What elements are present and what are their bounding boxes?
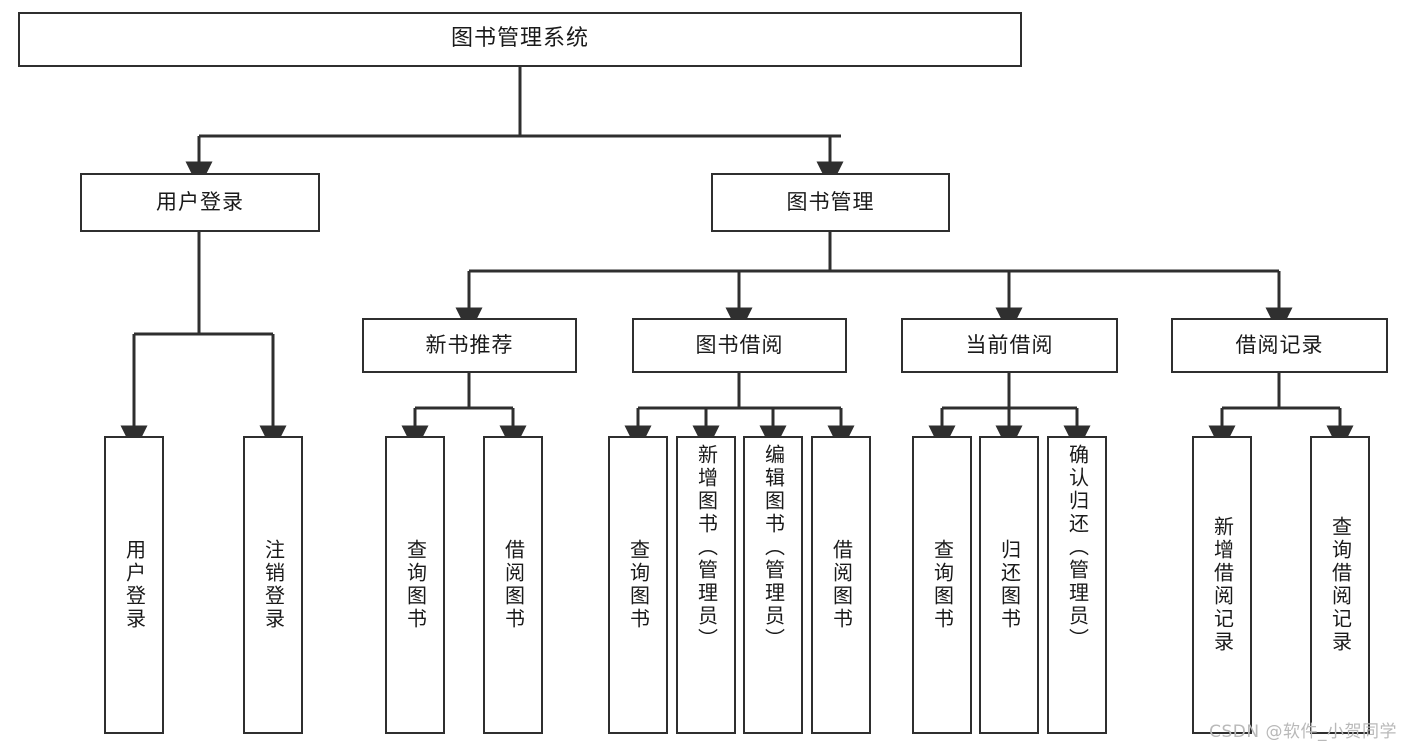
leaf-borrow-record-add-record[interactable]: 新增借阅记录 bbox=[1192, 436, 1252, 734]
node-label: 借阅记录 bbox=[1235, 332, 1324, 357]
node-borrow-record[interactable]: 借阅记录 bbox=[1171, 318, 1388, 373]
node-label: 借阅图书 bbox=[501, 539, 526, 631]
leaf-book-borrow-edit-book-admin[interactable]: 编辑图书（管理员） bbox=[743, 436, 803, 734]
watermark-text: CSDN @软件_小贺同学 bbox=[1209, 722, 1397, 742]
leaf-book-borrow-borrow-books[interactable]: 借阅图书 bbox=[811, 436, 871, 734]
node-label: 编辑图书（管理员） bbox=[761, 444, 786, 651]
leaf-new-book-borrow-books[interactable]: 借阅图书 bbox=[483, 436, 543, 734]
node-label: 查询图书 bbox=[626, 539, 651, 631]
node-label: 查询借阅记录 bbox=[1328, 516, 1353, 654]
leaf-new-book-query-books[interactable]: 查询图书 bbox=[385, 436, 445, 734]
leaf-user-login-login[interactable]: 用户登录 bbox=[104, 436, 164, 734]
leaf-user-login-logout[interactable]: 注销登录 bbox=[243, 436, 303, 734]
node-label: 借阅图书 bbox=[829, 539, 854, 631]
node-label: 图书借阅 bbox=[695, 332, 784, 357]
node-label: 新增借阅记录 bbox=[1210, 516, 1235, 654]
node-new-book-recommend[interactable]: 新书推荐 bbox=[362, 318, 577, 373]
leaf-borrow-record-query-record[interactable]: 查询借阅记录 bbox=[1310, 436, 1370, 734]
node-label: 当前借阅 bbox=[965, 332, 1054, 357]
leaf-book-borrow-query-books[interactable]: 查询图书 bbox=[608, 436, 668, 734]
leaf-current-borrow-confirm-return-admin[interactable]: 确认归还（管理员） bbox=[1047, 436, 1107, 734]
node-book-management[interactable]: 图书管理 bbox=[711, 173, 950, 232]
node-label: 新增图书（管理员） bbox=[694, 444, 719, 651]
node-root-book-management-system[interactable]: 图书管理系统 bbox=[18, 12, 1022, 67]
node-label: 注销登录 bbox=[261, 539, 286, 631]
node-label: 图书管理 bbox=[786, 189, 875, 214]
node-label: 查询图书 bbox=[403, 539, 428, 631]
node-label: 用户登录 bbox=[156, 189, 244, 214]
node-label: 确认归还（管理员） bbox=[1065, 444, 1090, 651]
node-current-borrow[interactable]: 当前借阅 bbox=[901, 318, 1118, 373]
node-book-borrow[interactable]: 图书借阅 bbox=[632, 318, 847, 373]
node-label: 用户登录 bbox=[122, 539, 147, 631]
node-user-login[interactable]: 用户登录 bbox=[80, 173, 320, 232]
leaf-current-borrow-query-books[interactable]: 查询图书 bbox=[912, 436, 972, 734]
node-label: 图书管理系统 bbox=[450, 26, 589, 52]
leaf-book-borrow-add-book-admin[interactable]: 新增图书（管理员） bbox=[676, 436, 736, 734]
node-label: 查询图书 bbox=[930, 539, 955, 631]
node-label: 新书推荐 bbox=[425, 332, 514, 357]
leaf-current-borrow-return-books[interactable]: 归还图书 bbox=[979, 436, 1039, 734]
node-label: 归还图书 bbox=[997, 539, 1022, 631]
